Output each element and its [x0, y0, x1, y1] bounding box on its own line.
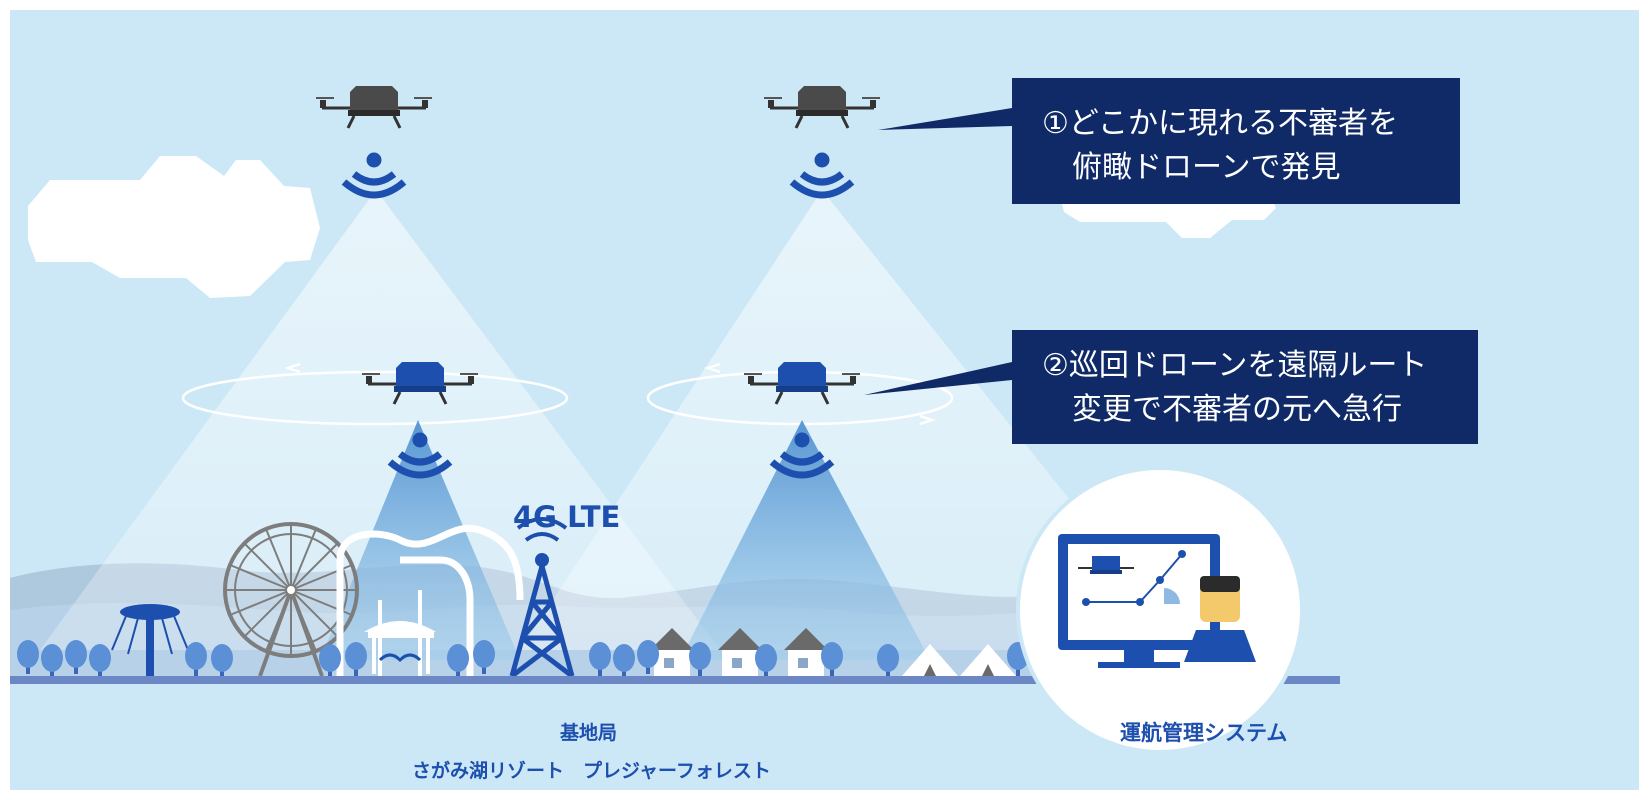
callout-1-pointer [878, 108, 1012, 130]
callout-2-pointer [864, 362, 1012, 395]
cloud-left [28, 156, 320, 298]
swing-ride [111, 604, 189, 676]
callout-step-1: ①どこかに現れる不審者を 俯瞰ドローンで発見 [1012, 78, 1460, 204]
patrol-drone-icon [744, 362, 860, 405]
callout-step-2: ②巡回ドローンを遠隔ルート 変更で不審者の元へ急行 [1012, 330, 1478, 444]
ground-line [10, 676, 1340, 684]
overhead-drone-icon [316, 86, 432, 129]
overhead-beam-right [520, 190, 1190, 650]
houses [650, 628, 828, 676]
network-label: 4G LTE [513, 500, 621, 534]
patrol-beam-right [680, 420, 930, 660]
patrol-ring-left [181, 370, 569, 426]
cell-tower-icon [509, 517, 575, 678]
ops-system-label: 運航管理システム [1120, 721, 1288, 745]
resort-label: さがみ湖リゾート プレジャーフォレスト [412, 760, 771, 782]
base-station-label: 基地局 [560, 722, 618, 744]
patrol-drone-icon [362, 362, 478, 405]
tents [902, 644, 1016, 676]
operator-monitor-icon [1016, 466, 1304, 754]
overhead-drone-icon [764, 86, 880, 129]
ferris-wheel-icon [223, 522, 359, 677]
carousel [364, 621, 436, 674]
